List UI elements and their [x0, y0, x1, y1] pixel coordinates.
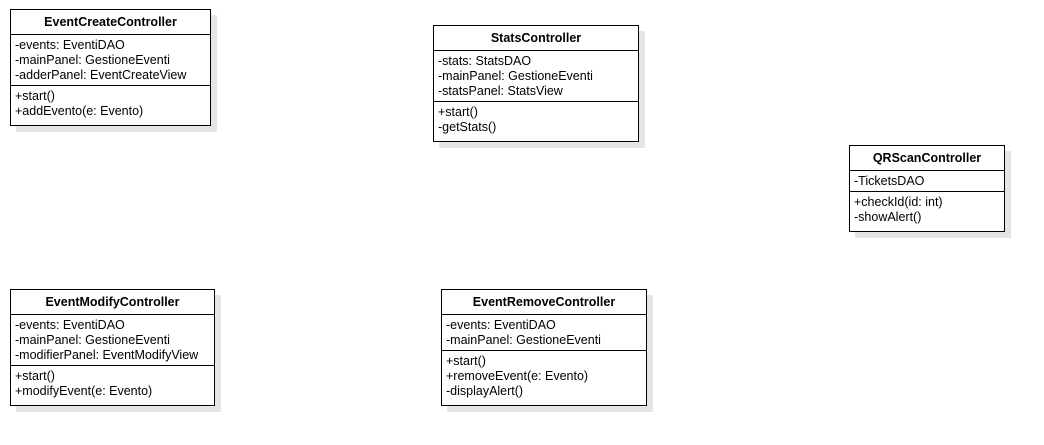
class-event-remove-controller[interactable]: EventRemoveController -events: EventiDAO…: [441, 289, 647, 406]
class-name: EventCreateController: [11, 10, 210, 35]
operation: +start(): [438, 105, 478, 119]
operation: +start(): [15, 369, 55, 383]
operation: -getStats(): [438, 120, 497, 134]
operation: +checkId(id: int): [854, 195, 943, 209]
attribute: -TicketsDAO: [854, 174, 925, 188]
operations-section: +start() +addEvento(e: Evento): [11, 85, 210, 121]
operations-section: +start() -getStats(): [434, 101, 638, 137]
class-event-create-controller[interactable]: EventCreateController -events: EventiDAO…: [10, 9, 211, 126]
attribute: -stats: StatsDAO: [438, 54, 532, 68]
class-stats-controller[interactable]: StatsController -stats: StatsDAO -mainPa…: [433, 25, 639, 142]
operation: +removeEvent(e: Evento): [446, 369, 589, 383]
attributes-section: -events: EventiDAO -mainPanel: GestioneE…: [11, 315, 214, 365]
attribute: -mainPanel: GestioneEventi: [15, 333, 170, 347]
operation: -displayAlert(): [446, 384, 524, 398]
class-name: StatsController: [434, 26, 638, 51]
attributes-section: -events: EventiDAO -mainPanel: GestioneE…: [11, 35, 210, 85]
attribute: -events: EventiDAO: [446, 318, 556, 332]
operation: +addEvento(e: Evento): [15, 104, 144, 118]
operations-section: +checkId(id: int) -showAlert(): [850, 191, 1004, 227]
attribute: -mainPanel: GestioneEventi: [446, 333, 601, 347]
operations-section: +start() +removeEvent(e: Evento) -displa…: [442, 350, 646, 401]
operations-section: +start() +modifyEvent(e: Evento): [11, 365, 214, 401]
attribute: -mainPanel: GestioneEventi: [15, 53, 170, 67]
attribute: -statsPanel: StatsView: [438, 84, 563, 98]
operation: -showAlert(): [854, 210, 922, 224]
attribute: -adderPanel: EventCreateView: [15, 68, 187, 82]
operation: +start(): [446, 354, 486, 368]
attribute: -modifierPanel: EventModifyView: [15, 348, 199, 362]
class-name: EventRemoveController: [442, 290, 646, 315]
class-event-modify-controller[interactable]: EventModifyController -events: EventiDAO…: [10, 289, 215, 406]
attribute: -events: EventiDAO: [15, 318, 125, 332]
attribute: -mainPanel: GestioneEventi: [438, 69, 593, 83]
attribute: -events: EventiDAO: [15, 38, 125, 52]
attributes-section: -stats: StatsDAO -mainPanel: GestioneEve…: [434, 51, 638, 101]
operation: +start(): [15, 89, 55, 103]
class-name: QRScanController: [850, 146, 1004, 171]
class-qrscan-controller[interactable]: QRScanController -TicketsDAO +checkId(id…: [849, 145, 1005, 232]
class-name: EventModifyController: [11, 290, 214, 315]
attributes-section: -TicketsDAO: [850, 171, 1004, 191]
operation: +modifyEvent(e: Evento): [15, 384, 153, 398]
attributes-section: -events: EventiDAO -mainPanel: GestioneE…: [442, 315, 646, 350]
